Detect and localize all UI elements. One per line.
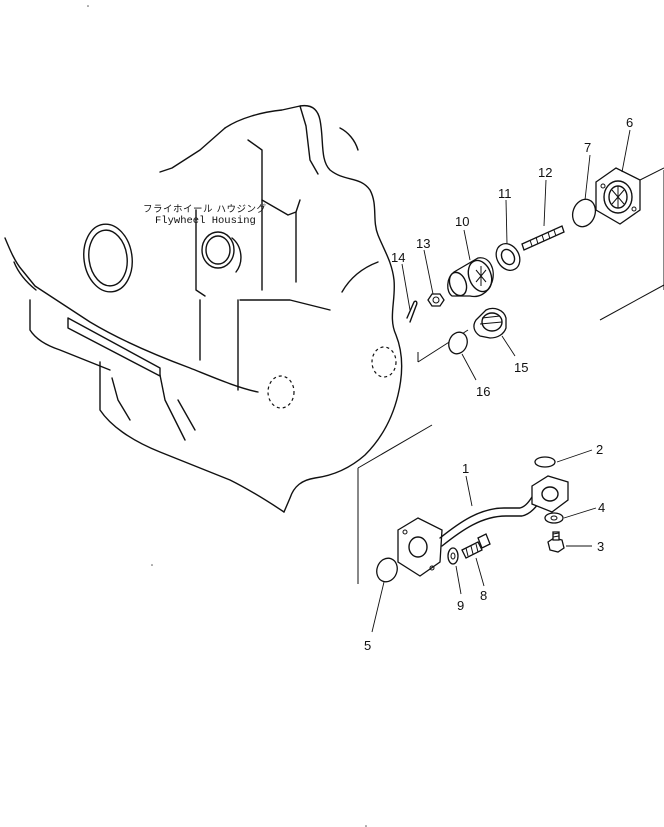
part-number-4: 4: [598, 500, 605, 515]
part-number-15: 15: [514, 360, 528, 375]
scan-speck: [365, 825, 367, 827]
flywheel-housing: [4, 104, 403, 513]
part-number-14: 14: [391, 250, 405, 265]
part-5-oring: [376, 557, 398, 583]
part-number-13: 13: [416, 236, 430, 251]
part-3-bolt: [547, 531, 565, 553]
part-16-oring: [448, 331, 468, 355]
part-8-bolt: [461, 533, 491, 559]
part-number-12: 12: [538, 165, 552, 180]
scan-speck: [151, 564, 153, 566]
part-12-stud: [521, 225, 565, 251]
part-number-11: 11: [498, 186, 512, 201]
part-number-7: 7: [584, 140, 591, 155]
part-15-plug: [473, 307, 507, 339]
part-number-3: 3: [597, 539, 604, 554]
scan-speck: [87, 5, 89, 7]
housing-label-jp: フライホイール ハウジング: [143, 203, 267, 215]
part-9-washer: [447, 547, 459, 565]
assembly-bracket-lower: [357, 424, 433, 584]
part-number-6: 6: [626, 115, 633, 130]
part-number-1: 1: [462, 461, 469, 476]
leader-lines: [371, 129, 631, 633]
part-10-filter: [447, 257, 494, 298]
part-13-nut: [427, 293, 445, 307]
part-number-10: 10: [455, 214, 469, 229]
part-6-cover: [595, 167, 641, 225]
part-1-tube: [397, 475, 569, 577]
part-2-oring: [534, 456, 556, 468]
housing-label-en: Flywheel Housing: [155, 215, 256, 227]
part-number-16: 16: [476, 384, 490, 399]
part-number-8: 8: [480, 588, 487, 603]
part-4-washer: [544, 512, 564, 524]
part-11-ring: [495, 243, 521, 271]
part-numbers: 6 7 12 11 10 13 14 15 16 2 1 4 3 8 9 5: [364, 115, 633, 653]
part-7-oring: [571, 198, 597, 228]
part-14-pin: [406, 300, 418, 323]
part-number-9: 9: [457, 598, 464, 613]
part-number-2: 2: [596, 442, 603, 457]
part-number-5: 5: [364, 638, 371, 653]
